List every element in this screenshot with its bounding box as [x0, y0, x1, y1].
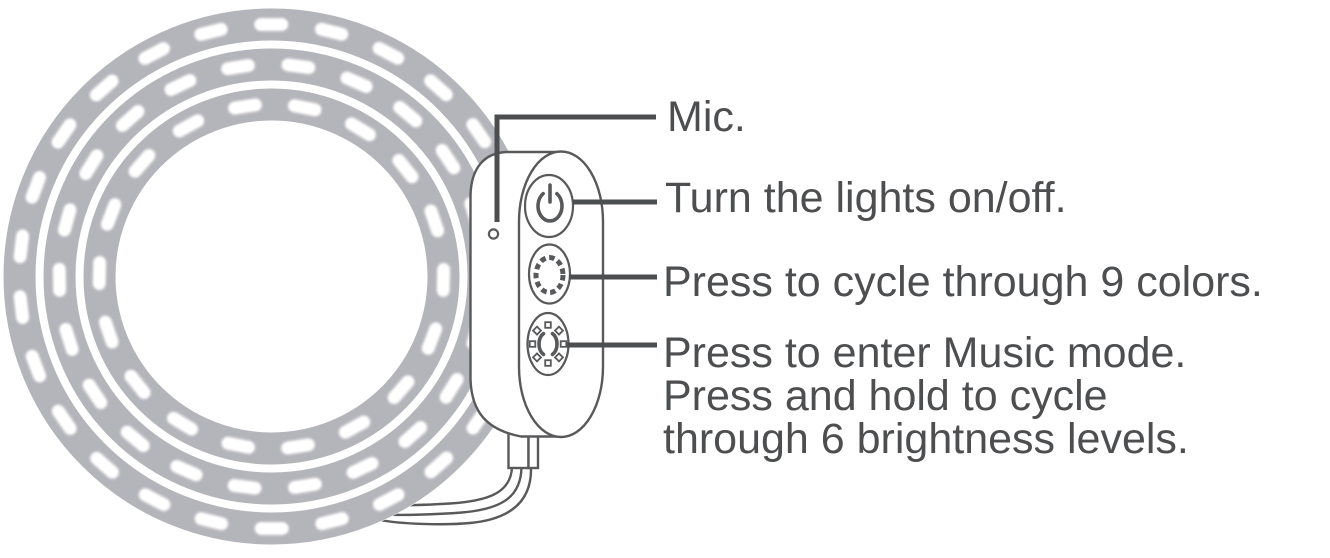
power-icon	[536, 183, 564, 223]
power-button	[523, 173, 575, 239]
mic-leader-line	[494, 114, 656, 222]
label-power: Turn the lights on/off.	[665, 174, 1067, 222]
label-mic: Mic.	[667, 93, 746, 141]
label-color-cycle: Press to cycle through 9 colors.	[663, 258, 1263, 306]
controller	[469, 150, 605, 470]
color-cycle-button	[527, 243, 572, 305]
music-mode-button	[526, 311, 570, 377]
color-cycle-icon	[533, 255, 566, 295]
music-mode-brightness-icon	[528, 321, 568, 367]
leader-lines	[494, 114, 657, 348]
led-strip-coil	[3, 8, 540, 545]
mic-hole-icon	[487, 228, 500, 240]
label-music-mode: Press to enter Music mode. Press and hol…	[663, 329, 1189, 463]
